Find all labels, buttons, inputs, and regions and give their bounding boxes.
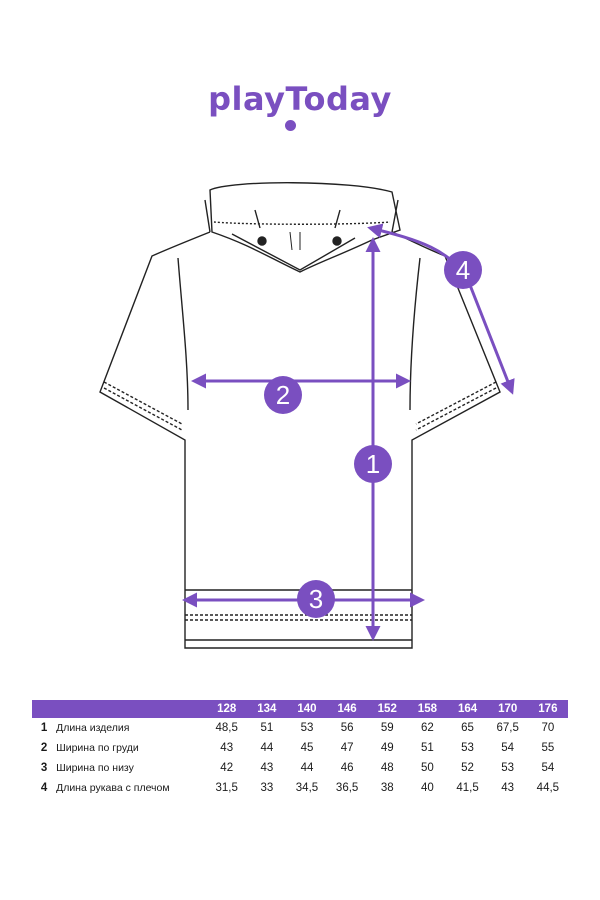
row-value: 55 [541, 742, 555, 754]
marker-3-label: 3 [309, 584, 323, 614]
marker-2: 2 [264, 376, 302, 414]
size-header: 158 [407, 700, 448, 718]
marker-1: 1 [354, 445, 392, 483]
row-value: 54 [541, 762, 555, 774]
brand-logo-text: playToday [208, 80, 392, 118]
row-value: 48,5 [215, 722, 238, 734]
row-value: 51 [421, 742, 434, 754]
logo-dot-icon [285, 120, 296, 131]
size-header: 164 [447, 700, 488, 718]
row-value: 56 [340, 722, 354, 734]
row-value: 45 [300, 742, 314, 754]
marker-3: 3 [297, 580, 335, 618]
row-value: 43 [220, 742, 234, 754]
row-value: 53 [300, 722, 314, 734]
row-value: 50 [421, 762, 434, 774]
size-header: 170 [487, 700, 528, 718]
marker-4-label: 4 [456, 255, 470, 285]
header-spacer [56, 700, 207, 718]
row-name: Длина рукава с плечом [56, 782, 170, 794]
size-header: 146 [327, 700, 368, 718]
row-number: 2 [40, 742, 48, 754]
row-name: Длина изделия [56, 722, 130, 734]
marker-1-label: 1 [366, 449, 380, 479]
row-value: 52 [461, 762, 474, 774]
row-value: 43 [501, 782, 515, 794]
row-value: 53 [461, 742, 474, 754]
row-name: Ширина по низу [56, 762, 134, 774]
row-value: 44 [300, 762, 314, 774]
size-header: 140 [286, 700, 328, 718]
size-chart-table: 128 134 140 146 152 158 164 170 176 1 Дл… [32, 700, 568, 798]
row-value: 36,5 [335, 782, 359, 794]
row-value: 33 [260, 782, 274, 794]
row-name: Ширина по груди [56, 742, 139, 754]
brand-logo: playToday [0, 80, 600, 136]
table-row: 2 Ширина по груди 43 44 45 47 49 51 53 5… [32, 738, 568, 758]
row-number: 1 [40, 722, 48, 734]
row-number: 3 [40, 762, 48, 774]
row-value: 31,5 [215, 782, 238, 794]
header-spacer [32, 700, 57, 718]
row-value: 44 [260, 742, 274, 754]
row-value: 54 [501, 742, 515, 754]
size-header: 152 [367, 700, 408, 718]
row-value: 48 [380, 762, 394, 774]
table-row: 3 Ширина по низу 42 43 44 46 48 50 52 53… [32, 758, 568, 778]
row-value: 47 [340, 742, 354, 754]
marker-2-label: 2 [276, 380, 290, 410]
marker-4: 4 [444, 251, 482, 289]
row-value: 65 [461, 722, 474, 734]
row-value: 42 [220, 762, 234, 774]
row-value: 38 [380, 782, 394, 794]
row-number: 4 [40, 782, 48, 794]
row-value: 59 [380, 722, 394, 734]
row-value: 62 [421, 722, 434, 734]
row-value: 70 [541, 722, 555, 734]
row-value: 41,5 [456, 782, 479, 794]
row-value: 51 [260, 722, 274, 734]
size-header: 128 [206, 700, 247, 718]
size-header: 134 [246, 700, 287, 718]
size-header-row: 128 134 140 146 152 158 164 170 176 [32, 700, 568, 718]
row-value: 34,5 [295, 782, 319, 794]
row-value: 67,5 [496, 722, 519, 734]
row-value: 44,5 [536, 782, 560, 794]
row-value: 53 [501, 762, 515, 774]
table-row: 1 Длина изделия 48,5 51 53 56 59 62 65 6… [32, 718, 568, 738]
row-value: 49 [380, 742, 394, 754]
table-row: 4 Длина рукава с плечом 31,5 33 34,5 36,… [32, 778, 568, 798]
row-value: 46 [340, 762, 354, 774]
size-header: 176 [527, 700, 568, 718]
row-value: 40 [421, 782, 434, 794]
measurement-arrow-icon [182, 223, 515, 641]
row-value: 43 [260, 762, 274, 774]
hoodie-measurement-diagram: 1 2 3 4 [99, 182, 515, 649]
